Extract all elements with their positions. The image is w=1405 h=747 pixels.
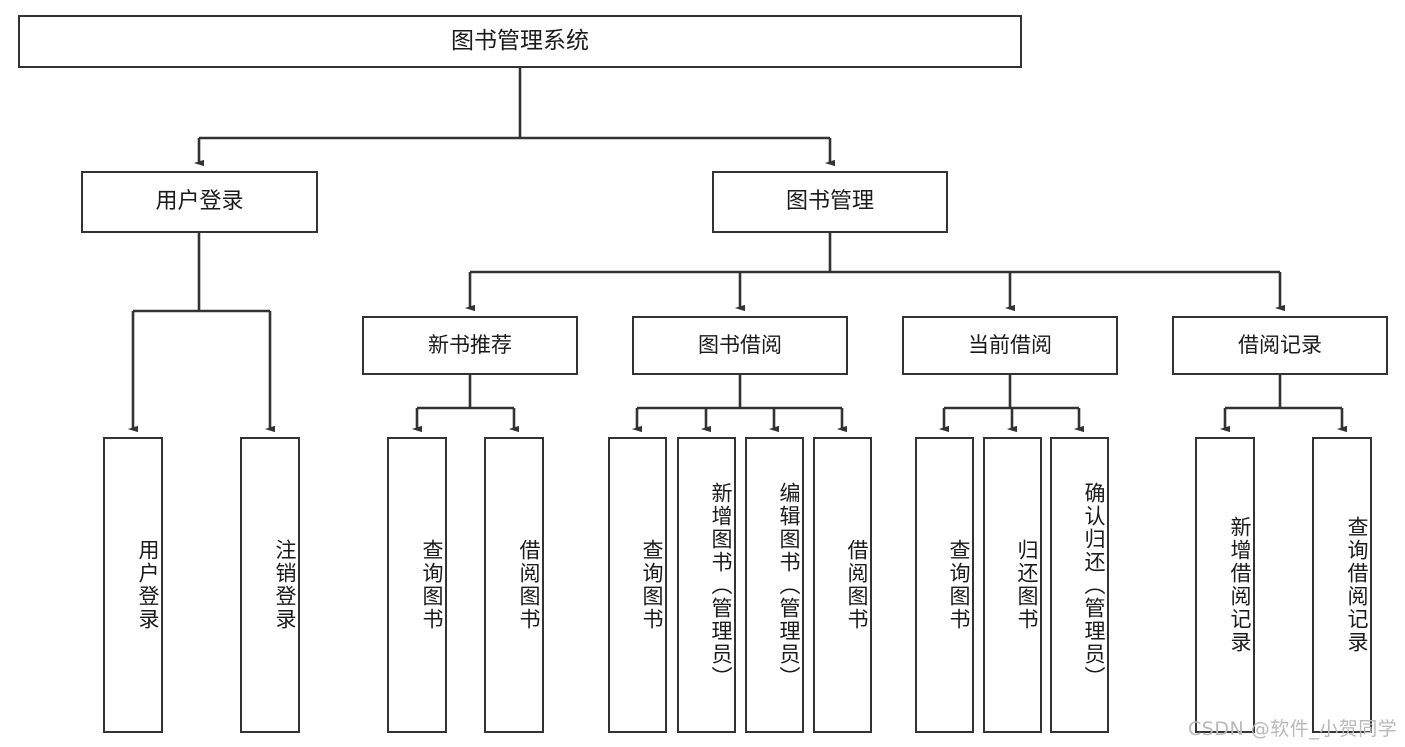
- node-label: 借阅记录: [1238, 332, 1322, 357]
- node-book-borrow[interactable]: 图书借阅: [632, 316, 848, 375]
- node-label: 用户登录: [136, 539, 160, 631]
- leaf-record-query-record[interactable]: 查询借阅记录: [1312, 437, 1372, 733]
- node-label: 图书管理系统: [451, 28, 589, 55]
- leaf-borrow-edit-book-admin[interactable]: 编辑图书（管理员）: [745, 437, 804, 733]
- node-label: 编辑图书（管理员）: [777, 481, 801, 689]
- node-label: 查询图书: [947, 539, 971, 631]
- node-label: 图书管理: [785, 189, 874, 215]
- node-label: 查询图书: [420, 539, 444, 631]
- leaf-newbook-borrow-book[interactable]: 借阅图书: [484, 437, 544, 733]
- node-borrow-record[interactable]: 借阅记录: [1172, 316, 1388, 375]
- node-label: 新书推荐: [428, 332, 512, 357]
- node-label: 借阅图书: [845, 539, 869, 631]
- node-label: 查询借阅记录: [1345, 516, 1369, 654]
- csdn-watermark: CSDN @软件_小贺同学: [1188, 718, 1398, 740]
- leaf-user-login[interactable]: 用户登录: [103, 437, 163, 733]
- node-user-login[interactable]: 用户登录: [81, 171, 318, 233]
- node-book-management[interactable]: 图书管理: [712, 171, 948, 233]
- leaf-borrow-lend-book[interactable]: 借阅图书: [813, 437, 872, 733]
- node-current-borrow[interactable]: 当前借阅: [902, 316, 1118, 375]
- node-label: 用户登录: [155, 189, 244, 215]
- node-label: 当前借阅: [968, 332, 1052, 357]
- leaf-current-query-book[interactable]: 查询图书: [915, 437, 974, 733]
- leaf-borrow-query-book[interactable]: 查询图书: [608, 437, 667, 733]
- leaf-record-add-record[interactable]: 新增借阅记录: [1195, 437, 1255, 733]
- node-label: 归还图书: [1015, 539, 1039, 631]
- leaf-borrow-add-book-admin[interactable]: 新增图书（管理员）: [677, 437, 736, 733]
- node-root-system[interactable]: 图书管理系统: [18, 15, 1022, 68]
- node-label: 图书借阅: [698, 332, 782, 357]
- node-label: 借阅图书: [517, 539, 541, 631]
- node-label: 查询图书: [640, 539, 664, 631]
- node-new-book-recommend[interactable]: 新书推荐: [362, 316, 578, 375]
- leaf-user-logout[interactable]: 注销登录: [240, 437, 300, 733]
- node-label: 新增借阅记录: [1228, 516, 1252, 654]
- node-label: 新增图书（管理员）: [709, 481, 733, 689]
- leaf-newbook-query-book[interactable]: 查询图书: [387, 437, 447, 733]
- leaf-current-confirm-return-admin[interactable]: 确认归还（管理员）: [1050, 437, 1109, 733]
- node-label: 注销登录: [273, 539, 297, 631]
- node-label: 确认归还（管理员）: [1082, 481, 1106, 689]
- leaf-current-return-book[interactable]: 归还图书: [983, 437, 1042, 733]
